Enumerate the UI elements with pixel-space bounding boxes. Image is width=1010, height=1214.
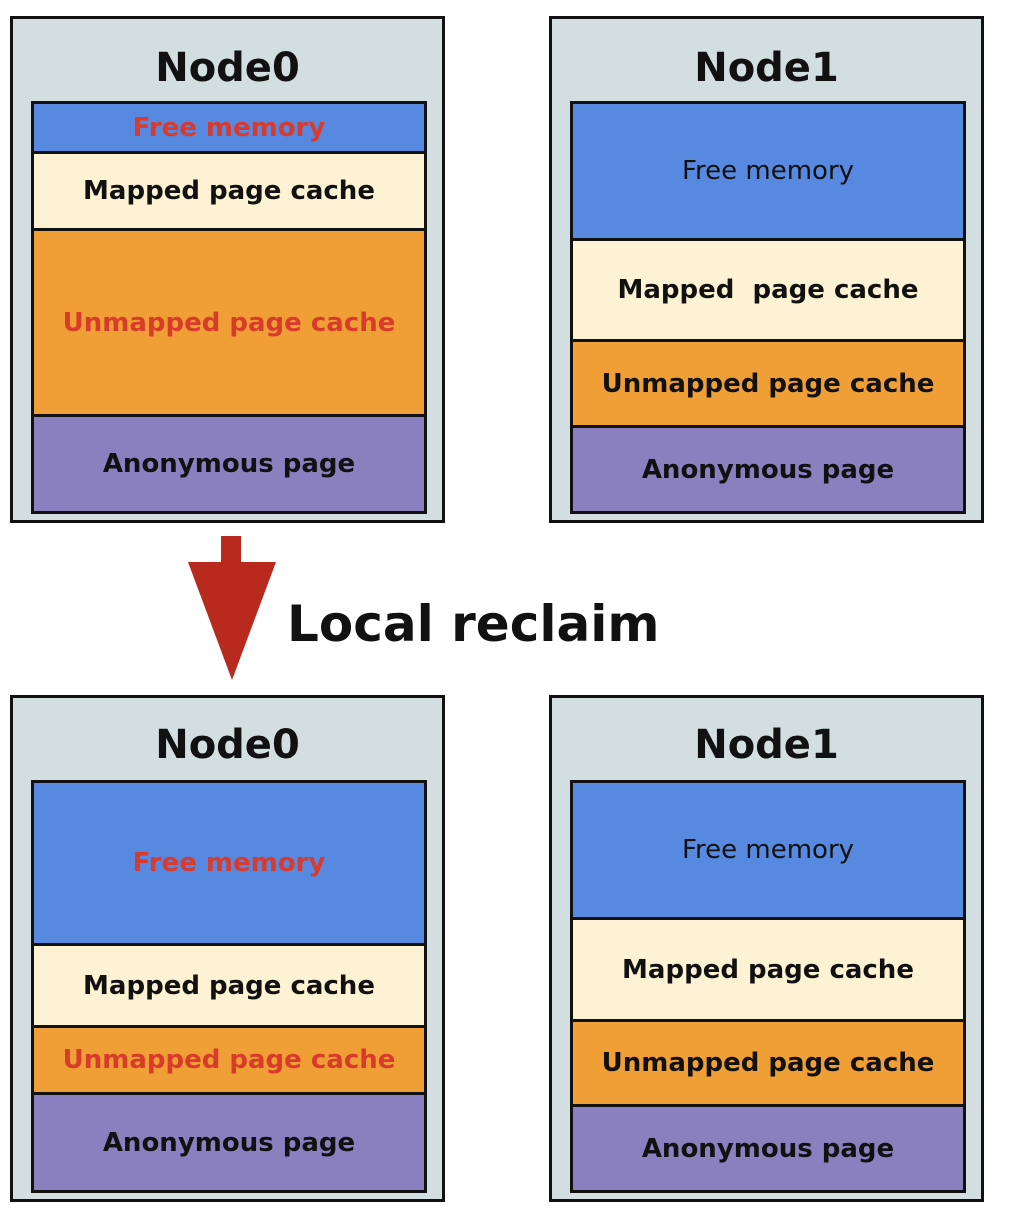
node1-before-panel: Node1 Free memory Mapped page cache Unma… — [549, 16, 984, 523]
unmapped-page-cache-segment: Unmapped page cache — [573, 339, 963, 425]
node0-after-title: Node0 — [155, 722, 300, 768]
node1-after-title: Node1 — [694, 722, 839, 768]
unmapped-page-cache-segment: Unmapped page cache — [34, 228, 424, 414]
mapped-page-cache-segment: Mapped page cache — [34, 943, 424, 1025]
anonymous-page-segment: Anonymous page — [573, 425, 963, 511]
mapped-page-cache-segment: Mapped page cache — [34, 151, 424, 228]
anonymous-page-segment: Anonymous page — [34, 414, 424, 511]
node1-after-panel: Node1 Free memory Mapped page cache Unma… — [549, 695, 984, 1202]
free-memory-segment: Free memory — [34, 104, 424, 151]
down-arrow-icon — [188, 536, 276, 680]
free-memory-segment: Free memory — [573, 783, 963, 917]
node0-after-memory-stack: Free memory Mapped page cache Unmapped p… — [31, 780, 427, 1193]
unmapped-page-cache-segment: Unmapped page cache — [34, 1025, 424, 1092]
local-reclaim-label: Local reclaim — [287, 595, 660, 653]
free-memory-segment: Free memory — [573, 104, 963, 238]
node0-before-panel: Node0 Free memory Mapped page cache Unma… — [10, 16, 445, 523]
mapped-page-cache-segment: Mapped page cache — [573, 917, 963, 1019]
node1-after-memory-stack: Free memory Mapped page cache Unmapped p… — [570, 780, 966, 1193]
anonymous-page-segment: Anonymous page — [573, 1104, 963, 1190]
node1-before-title: Node1 — [694, 45, 839, 91]
anonymous-page-segment: Anonymous page — [34, 1092, 424, 1190]
node0-before-title: Node0 — [155, 45, 300, 91]
node0-after-panel: Node0 Free memory Mapped page cache Unma… — [10, 695, 445, 1202]
free-memory-segment: Free memory — [34, 783, 424, 943]
node0-before-memory-stack: Free memory Mapped page cache Unmapped p… — [31, 101, 427, 514]
unmapped-page-cache-segment: Unmapped page cache — [573, 1019, 963, 1104]
mapped-page-cache-segment: Mapped page cache — [573, 238, 963, 339]
node1-before-memory-stack: Free memory Mapped page cache Unmapped p… — [570, 101, 966, 514]
